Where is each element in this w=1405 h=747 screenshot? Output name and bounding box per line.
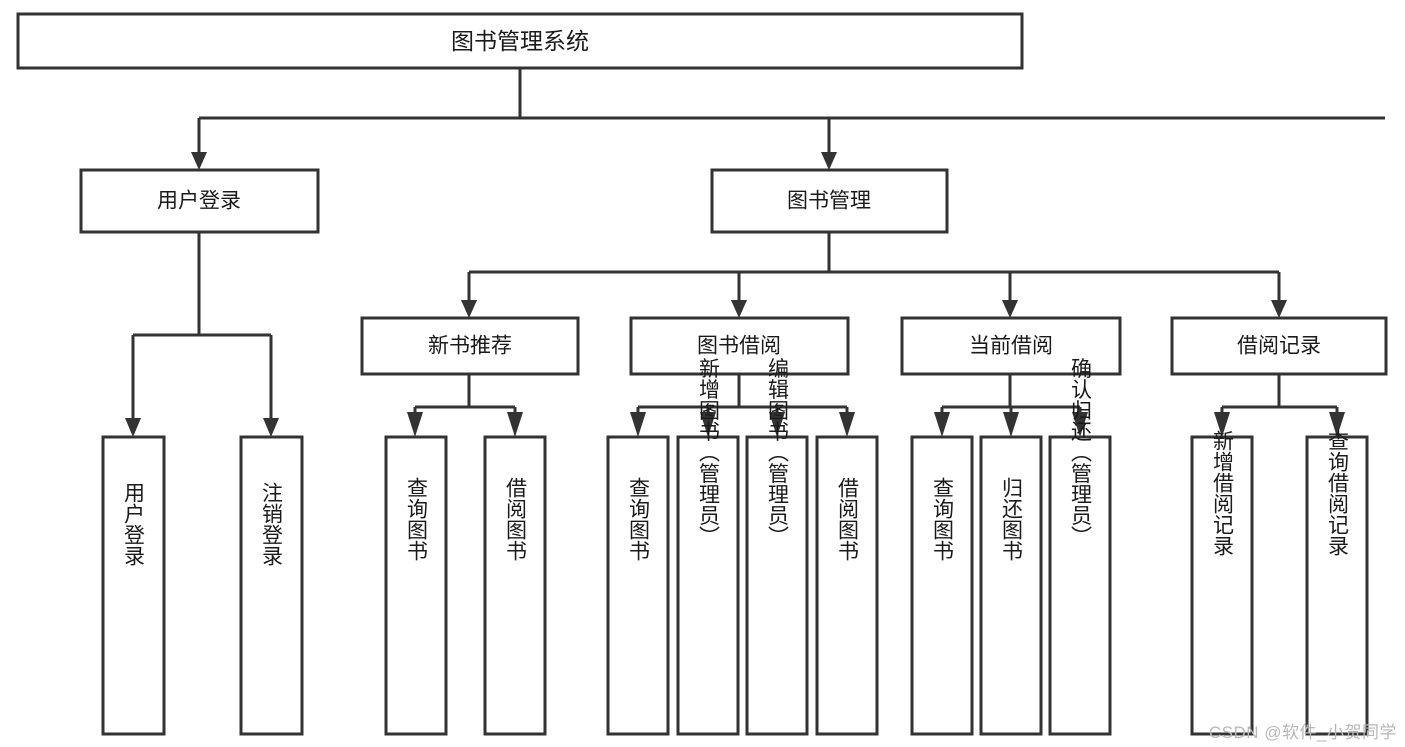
leaf-confirm-return-label: 确认归还（管理员） bbox=[1069, 358, 1093, 547]
current-borrow-label: 当前借阅 bbox=[969, 335, 1053, 358]
leaf-borrow-book-1-label: 借阅图书 bbox=[504, 477, 528, 561]
node-leaf-add-record[interactable]: 新增借阅记录 bbox=[1190, 430, 1254, 736]
node-root[interactable]: 图书管理系统 bbox=[16, 12, 1024, 70]
borrow-record-box[interactable] bbox=[1170, 316, 1388, 376]
leaf-return-book-box[interactable] bbox=[979, 435, 1043, 736]
node-leaf-query-book-2[interactable]: 查询图书 bbox=[606, 435, 670, 736]
new-book-recommend-box[interactable] bbox=[360, 316, 580, 376]
leaf-query-record-box[interactable] bbox=[1305, 435, 1369, 736]
current-borrow-box[interactable] bbox=[900, 316, 1122, 376]
book-borrow-label: 图书借阅 bbox=[697, 335, 781, 358]
user-login-box[interactable] bbox=[79, 168, 320, 234]
leaf-borrow-book-2-label: 借阅图书 bbox=[836, 477, 860, 561]
root-box[interactable] bbox=[16, 12, 1024, 70]
node-leaf-return-book[interactable]: 归还图书 bbox=[979, 435, 1043, 736]
leaf-confirm-return-box[interactable] bbox=[1048, 435, 1112, 736]
arrowhead-new-book-recommend bbox=[461, 300, 477, 318]
arrowhead-leaf-query-record bbox=[1329, 412, 1345, 437]
csdn-watermark: CSDN @软件_小贺同学 bbox=[1208, 723, 1397, 742]
new-book-recommend-label: 新书推荐 bbox=[428, 335, 512, 358]
leaf-add-book-box[interactable] bbox=[676, 435, 740, 736]
book-management-box[interactable] bbox=[710, 168, 949, 234]
node-leaf-borrow-book-2[interactable]: 借阅图书 bbox=[815, 435, 879, 736]
leaf-add-record-label: 新增借阅记录 bbox=[1211, 430, 1235, 556]
arrowhead-leaf-edit-book bbox=[769, 412, 785, 437]
node-leaf-confirm-return[interactable]: 确认归还（管理员） bbox=[1048, 358, 1112, 736]
node-book-borrow[interactable]: 图书借阅 bbox=[629, 316, 850, 376]
node-new-book-recommend[interactable]: 新书推荐 bbox=[360, 316, 580, 376]
node-leaf-query-book-1[interactable]: 查询图书 bbox=[384, 435, 448, 736]
node-leaf-logout-login[interactable]: 注销登录 bbox=[239, 435, 304, 736]
arrowhead-leaf-add-book bbox=[700, 412, 716, 437]
leaf-add-book-label: 新增图书（管理员） bbox=[697, 358, 721, 547]
leaf-edit-book-label: 编辑图书（管理员） bbox=[766, 358, 790, 547]
node-current-borrow[interactable]: 当前借阅 bbox=[900, 316, 1122, 376]
book-management-label: 图书管理 bbox=[787, 190, 871, 213]
leaf-query-book-2-label: 查询图书 bbox=[627, 477, 651, 561]
arrowhead-leaf-confirm-return bbox=[1072, 412, 1088, 437]
leaf-add-record-box[interactable] bbox=[1190, 435, 1254, 736]
node-borrow-record[interactable]: 借阅记录 bbox=[1170, 316, 1388, 376]
leaf-query-book-2-box[interactable] bbox=[606, 435, 670, 736]
leaf-return-book-label: 归还图书 bbox=[1000, 477, 1024, 561]
connector-layer bbox=[125, 68, 1385, 437]
arrowhead-leaf-borrow-book-2 bbox=[839, 412, 855, 437]
arrowhead-user-login bbox=[191, 152, 207, 170]
arrowhead-leaf-add-record bbox=[1214, 412, 1230, 437]
leaf-query-record-label: 查询借阅记录 bbox=[1326, 430, 1350, 556]
node-user-login[interactable]: 用户登录 bbox=[79, 168, 320, 234]
node-leaf-borrow-book-1[interactable]: 借阅图书 bbox=[483, 435, 547, 736]
arrowhead-borrow-record bbox=[1271, 300, 1287, 318]
book-borrow-box[interactable] bbox=[629, 316, 850, 376]
node-book-management[interactable]: 图书管理 bbox=[710, 168, 949, 234]
arrowhead-leaf-logout-login bbox=[263, 418, 279, 437]
leaf-query-book-1-label: 查询图书 bbox=[405, 477, 429, 561]
node-leaf-query-record[interactable]: 查询借阅记录 bbox=[1305, 430, 1369, 736]
leaf-query-book-3-box[interactable] bbox=[910, 435, 974, 736]
arrowhead-leaf-return-book bbox=[1003, 412, 1019, 437]
arrowhead-leaf-query-book-3 bbox=[934, 412, 950, 437]
leaf-user-login-box[interactable] bbox=[101, 435, 166, 736]
arrowhead-leaf-query-book-1 bbox=[407, 412, 423, 437]
node-leaf-user-login[interactable]: 用户登录 bbox=[101, 435, 166, 736]
leaf-logout-login-box[interactable] bbox=[239, 435, 304, 736]
node-leaf-add-book[interactable]: 新增图书（管理员） bbox=[676, 358, 740, 736]
node-leaf-query-book-3[interactable]: 查询图书 bbox=[910, 435, 974, 736]
borrow-record-label: 借阅记录 bbox=[1237, 335, 1321, 358]
leaf-query-book-3-label: 查询图书 bbox=[931, 477, 955, 561]
leaf-edit-book-box[interactable] bbox=[745, 435, 809, 736]
leaf-borrow-book-1-box[interactable] bbox=[483, 435, 547, 736]
arrowhead-leaf-user-login bbox=[125, 418, 141, 437]
user-login-label: 用户登录 bbox=[157, 190, 241, 213]
arrowhead-leaf-borrow-book-1 bbox=[507, 412, 523, 437]
leaf-borrow-book-2-box[interactable] bbox=[815, 435, 879, 736]
arrowhead-book-management bbox=[821, 152, 837, 170]
leaf-logout-login-label: 注销登录 bbox=[260, 482, 284, 566]
arrowhead-leaf-query-book-2 bbox=[630, 412, 646, 437]
arrowhead-current-borrow bbox=[1002, 300, 1018, 318]
node-leaf-edit-book[interactable]: 编辑图书（管理员） bbox=[745, 358, 809, 736]
root-label: 图书管理系统 bbox=[451, 28, 589, 54]
leaf-query-book-1-box[interactable] bbox=[384, 435, 448, 736]
arrowhead-book-borrow bbox=[731, 300, 747, 318]
leaf-user-login-label: 用户登录 bbox=[122, 482, 146, 566]
